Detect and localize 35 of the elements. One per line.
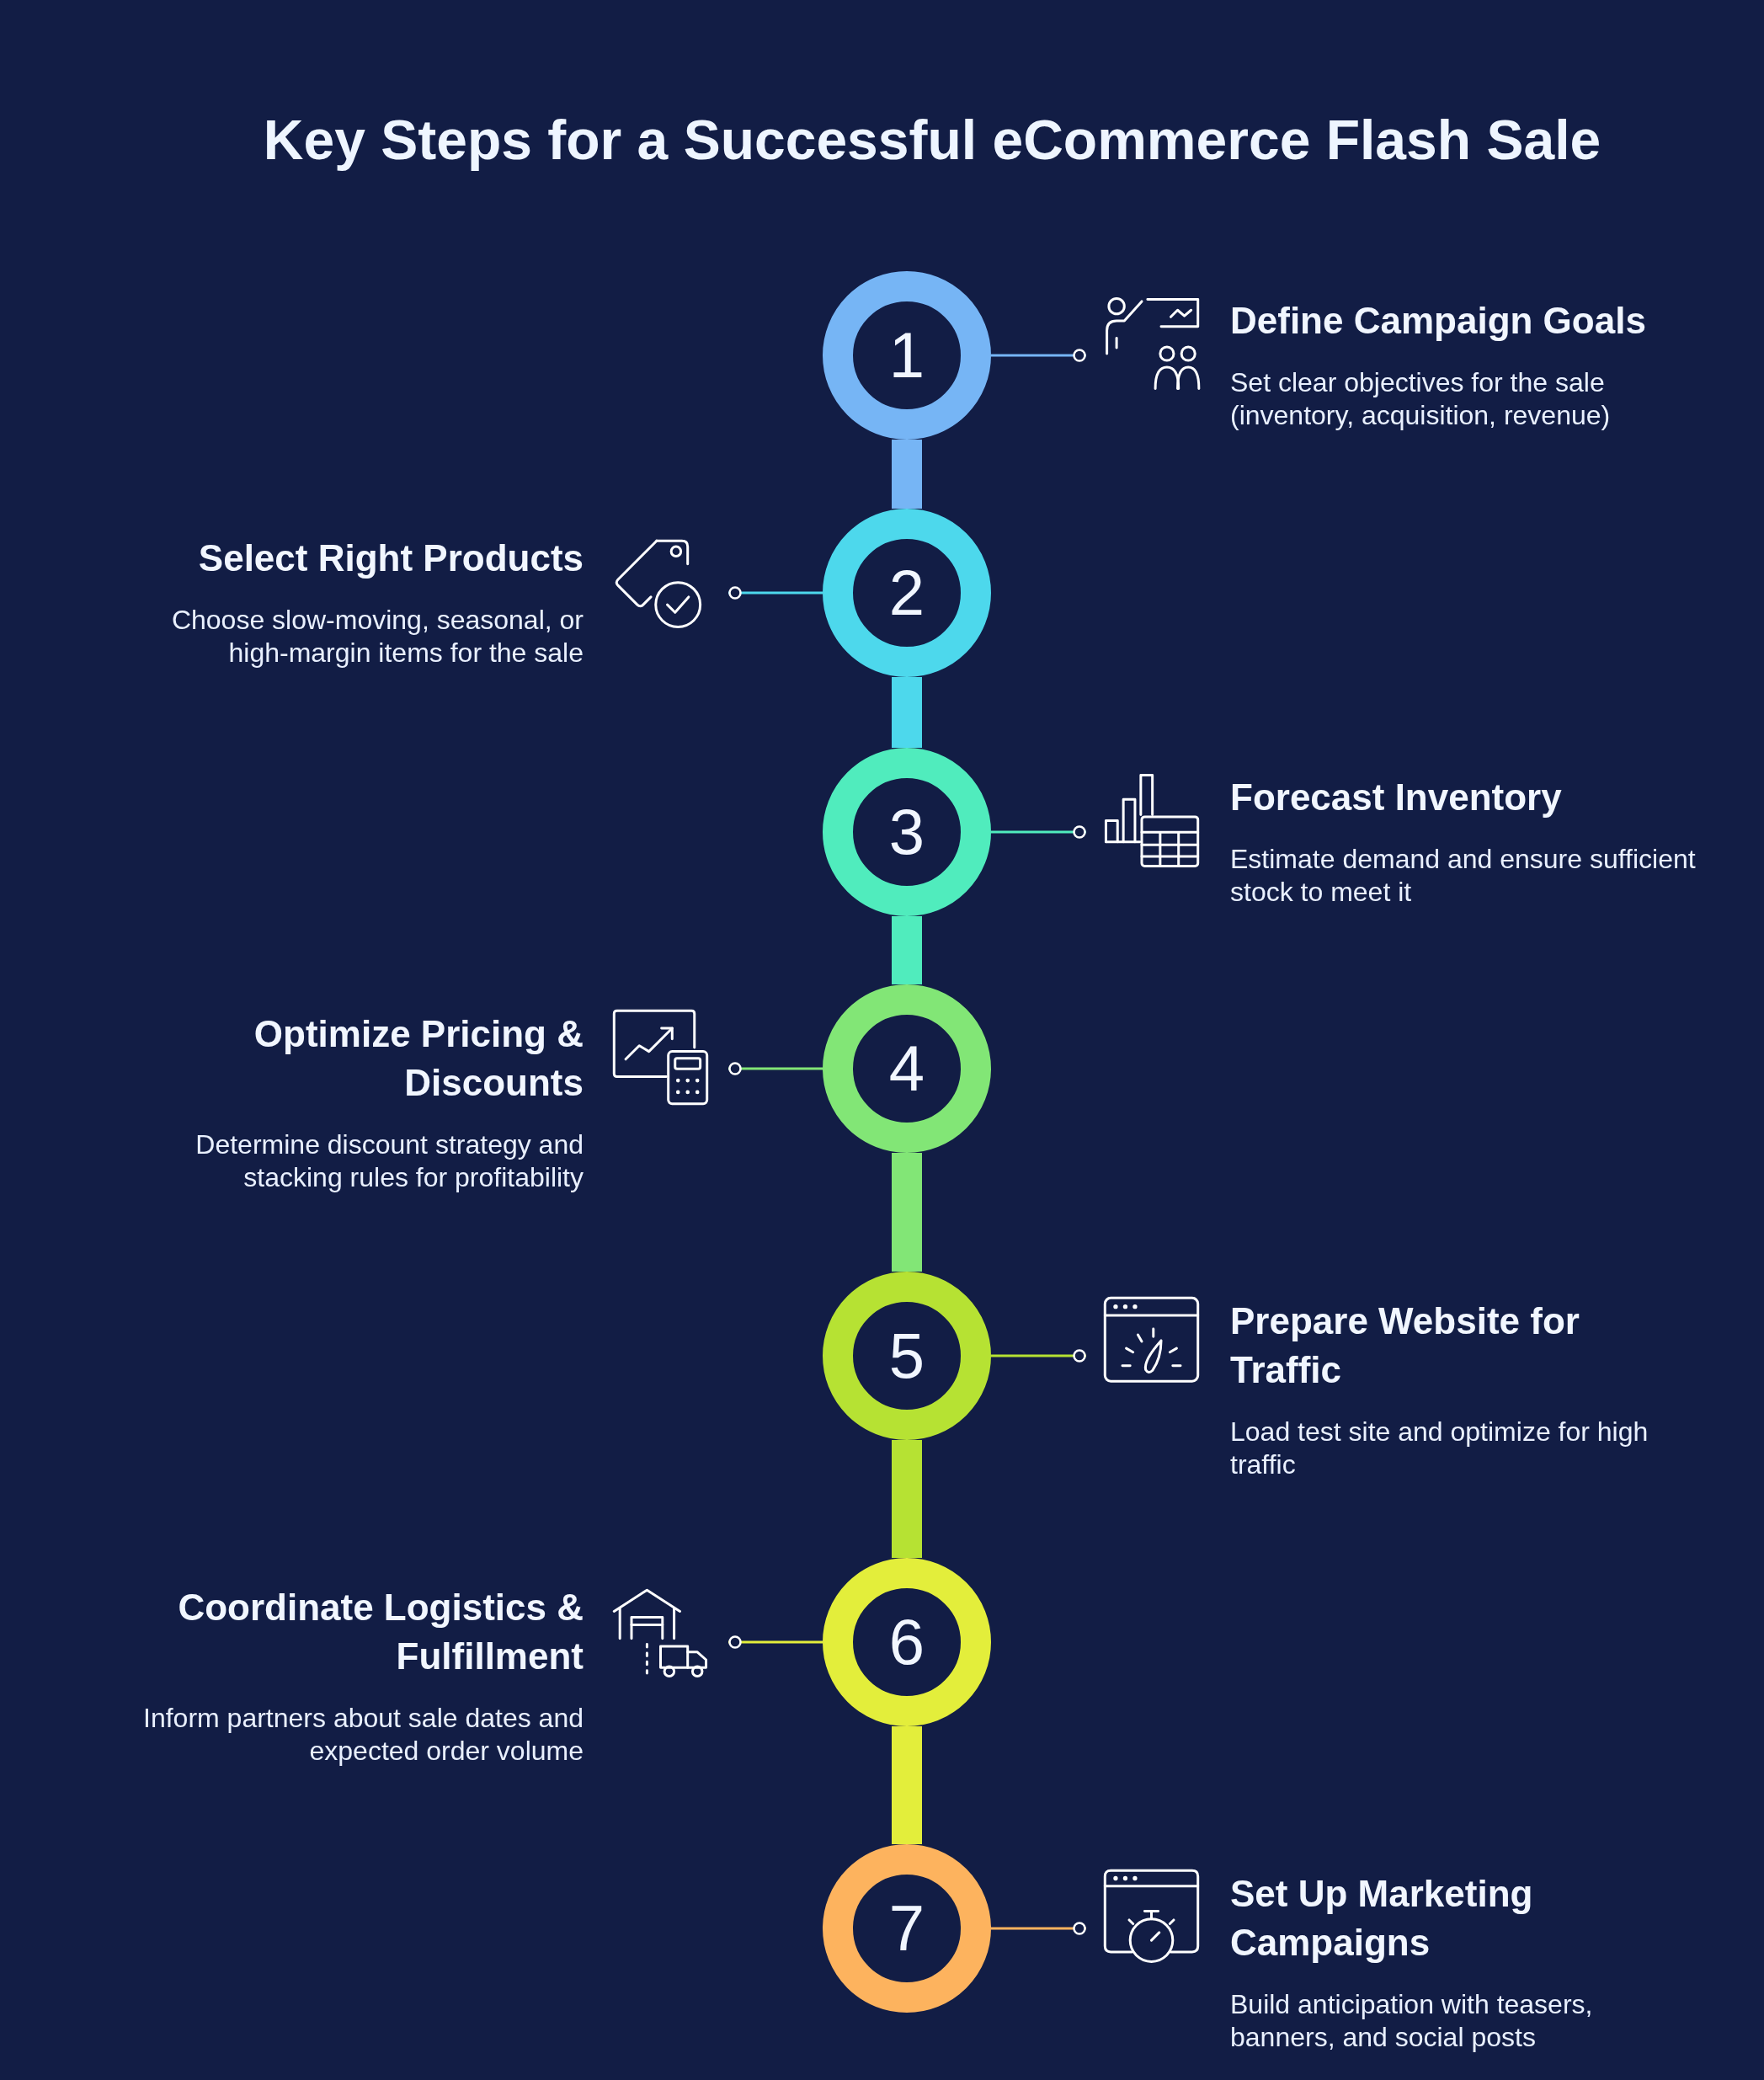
numbered-circle: 6 — [823, 1558, 991, 1726]
leader-line — [728, 586, 823, 600]
leader-line — [991, 825, 1086, 839]
connector-bar — [892, 440, 922, 509]
title: Key Steps for a Successful eCommerce Flash Sale — [263, 108, 1601, 173]
numbered-circle: 3 — [823, 748, 991, 916]
leader-line — [728, 1062, 823, 1075]
step-description: Choose slow-moving, seasonal, or high-margin items for the sale — [170, 604, 584, 669]
step-heading: Select Right Products — [197, 536, 584, 580]
numbered-circle: 5 — [823, 1272, 991, 1440]
leader-line — [991, 1349, 1086, 1363]
connector-bar — [892, 677, 922, 748]
leader-line — [991, 1922, 1086, 1935]
step-heading: Forecast Inventory — [1230, 776, 1563, 819]
connector-bar — [892, 916, 922, 984]
connector-bar — [892, 1153, 922, 1272]
step-heading: Set Up Marketing Campaigns — [1230, 1872, 1534, 1965]
numbered-circle: 1 — [823, 271, 991, 440]
step-description: Determine discount strategy and stacking rules for profitability — [195, 1128, 584, 1194]
numbered-circle: 2 — [823, 509, 991, 677]
step-heading: Prepare Website for Traffic — [1230, 1299, 1580, 1392]
step-heading: Coordinate Logistics & Fulfillment — [177, 1586, 584, 1678]
step-description: Set clear objectives for the sale (inventory, acquisition, revenue) — [1230, 366, 1612, 432]
numbered-circle: 7 — [823, 1844, 991, 2013]
leader-line — [728, 1635, 823, 1649]
step-heading: Define Campaign Goals — [1230, 299, 1647, 343]
step-description: Inform partners about sale dates and expected order volume — [142, 1702, 584, 1768]
connector-bar — [892, 1726, 922, 1844]
numbered-circle: 4 — [823, 984, 991, 1153]
connector-bar — [892, 1440, 922, 1558]
step-heading: Optimize Pricing & Discounts — [253, 1012, 584, 1105]
step-description: Load test site and optimize for high traffic — [1230, 1416, 1649, 1481]
step-description: Estimate demand and ensure sufficient stock to meet it — [1230, 843, 1697, 909]
step-description: Build anticipation with teasers, banners, and social posts — [1230, 1988, 1594, 2054]
leader-line — [991, 349, 1086, 362]
